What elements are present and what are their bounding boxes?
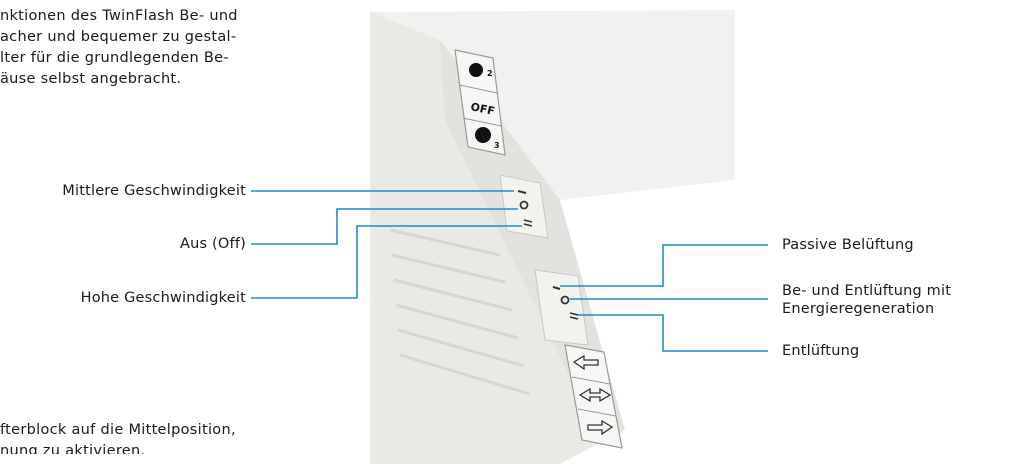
label-heat-recovery-line1: Be- und Entlüftung mit — [782, 282, 951, 300]
label-exhaust: Entlüftung — [782, 342, 859, 360]
fan-speed-3-label: 3 — [494, 141, 500, 150]
bottom-paragraph: fterblock auf die Mittelposition, nung z… — [0, 420, 236, 454]
fan-icon — [469, 63, 483, 77]
label-off: Aus (Off) — [180, 235, 246, 253]
bottom-line: nung zu aktivieren. — [0, 441, 236, 454]
label-high-speed: Hohe Geschwindigkeit — [81, 289, 246, 307]
connector-exhaust — [578, 315, 768, 351]
label-passive-ventilation: Passive Belüftung — [782, 236, 914, 254]
fan-icon — [475, 127, 491, 143]
fan-speed-2-label: 2 — [487, 69, 493, 78]
bottom-line: fterblock auf die Mittelposition, — [0, 420, 236, 441]
label-heat-recovery-line2: Energieregeneration — [782, 300, 934, 318]
connector-passive — [560, 245, 768, 286]
label-medium-speed: Mittlere Geschwindigkeit — [62, 182, 246, 200]
